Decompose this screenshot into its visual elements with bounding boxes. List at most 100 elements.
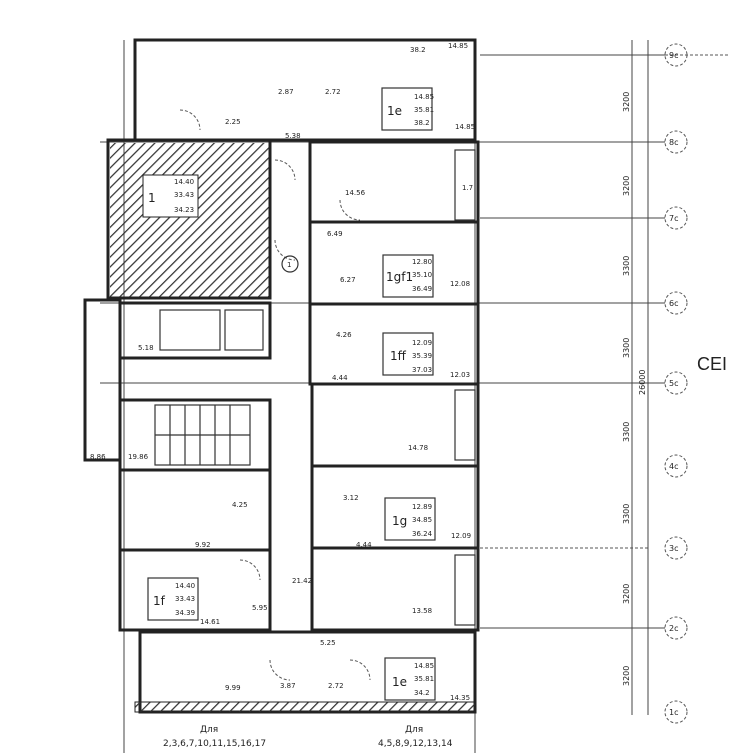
- hatched-apartment: [110, 143, 270, 298]
- svg-text:14.56: 14.56: [345, 189, 366, 197]
- svg-text:3200: 3200: [622, 584, 631, 604]
- room-areas: 38.2 14.85 2.87 2.72 2.25 5.38 14.85 14.…: [90, 42, 475, 702]
- svg-text:12.09: 12.09: [451, 532, 471, 540]
- svg-text:14.78: 14.78: [408, 444, 428, 452]
- svg-text:3300: 3300: [622, 338, 631, 358]
- axis-4c: 4c: [664, 454, 688, 478]
- svg-text:5c: 5c: [669, 379, 679, 388]
- svg-text:19.86: 19.86: [128, 453, 149, 461]
- svg-text:2c: 2c: [669, 624, 679, 633]
- axis-6c: 6c: [664, 291, 688, 315]
- svg-text:14.61: 14.61: [200, 618, 220, 626]
- svg-text:1c: 1c: [669, 708, 679, 717]
- svg-text:35.39: 35.39: [412, 352, 432, 360]
- axis-7c: 7c: [664, 206, 688, 230]
- apartment-1gf1: 1gf1 12.80 35.10 36.49: [382, 254, 434, 298]
- svg-text:12.80: 12.80: [412, 258, 432, 266]
- doors: [179, 109, 371, 681]
- apartment-1g: 1g 12.89 34.85 36.24: [384, 497, 436, 541]
- svg-text:4.25: 4.25: [232, 501, 248, 509]
- svg-text:14.85: 14.85: [414, 93, 434, 101]
- svg-text:3200: 3200: [622, 176, 631, 196]
- svg-text:1.7: 1.7: [462, 184, 473, 192]
- apartment-1f: 1f 14.40 33.43 34.39: [147, 577, 199, 621]
- apartment-1e-top: 1e 14.85 35.81 38.2: [381, 87, 434, 131]
- svg-text:8c: 8c: [669, 138, 679, 147]
- svg-text:Для: Для: [405, 725, 423, 735]
- svg-text:1: 1: [148, 191, 156, 205]
- svg-text:36.24: 36.24: [412, 530, 433, 538]
- svg-text:34.39: 34.39: [175, 609, 195, 617]
- svg-text:34.85: 34.85: [412, 516, 432, 524]
- svg-text:6c: 6c: [669, 299, 679, 308]
- svg-text:37.03: 37.03: [412, 366, 432, 374]
- apartment-1ff: 1ff 12.09 35.39 37.03: [382, 332, 434, 376]
- stair-circle-marker: 1: [281, 255, 299, 273]
- svg-text:13.58: 13.58: [412, 607, 432, 615]
- svg-text:5.38: 5.38: [285, 132, 301, 140]
- svg-text:12.03: 12.03: [450, 371, 470, 379]
- dimension-labels: 3200 3200 3300 3300 3300 3300 3200 3200 …: [622, 92, 647, 686]
- apartment-type: 1e: [387, 104, 402, 118]
- svg-text:5.25: 5.25: [320, 639, 336, 647]
- apartment-1e-bottom: 1e 14.85 35.81 34.2: [384, 657, 436, 701]
- svg-text:2.72: 2.72: [328, 682, 344, 690]
- svg-text:4.44: 4.44: [332, 374, 348, 382]
- svg-text:1e: 1e: [392, 675, 407, 689]
- svg-text:4c: 4c: [669, 462, 679, 471]
- svg-text:6.27: 6.27: [340, 276, 356, 284]
- svg-text:8.86: 8.86: [90, 453, 106, 461]
- axis-5c: 5c: [664, 371, 688, 395]
- svg-text:14.40: 14.40: [174, 178, 194, 186]
- svg-text:1f: 1f: [153, 594, 166, 608]
- svg-text:6.49: 6.49: [327, 230, 343, 238]
- svg-text:3200: 3200: [622, 92, 631, 112]
- svg-text:7c: 7c: [669, 214, 679, 223]
- svg-text:3300: 3300: [622, 256, 631, 276]
- walls: [83, 38, 480, 714]
- axis-9c: 9c: [664, 43, 688, 67]
- axis-3c: 3c: [664, 536, 688, 560]
- axis-bubbles: 9c 8c 7c 6c 5c 4c 3c 2c 1c: [664, 43, 688, 724]
- svg-text:12.09: 12.09: [412, 339, 432, 347]
- svg-text:3.87: 3.87: [280, 682, 296, 690]
- svg-text:4,5,8,9,12,13,14: 4,5,8,9,12,13,14: [378, 739, 453, 749]
- svg-text:21.42: 21.42: [292, 577, 312, 585]
- floor-notes: Для 2,3,6,7,10,11,15,16,17 Для 4,5,8,9,1…: [163, 725, 453, 749]
- staircase: [154, 404, 251, 466]
- apartment-1: 1 14.40 33.43 34.23: [148, 178, 194, 214]
- svg-text:9.99: 9.99: [225, 684, 241, 692]
- svg-text:2.25: 2.25: [225, 118, 241, 126]
- svg-text:3.12: 3.12: [343, 494, 359, 502]
- svg-text:2,3,6,7,10,11,15,16,17: 2,3,6,7,10,11,15,16,17: [163, 739, 266, 749]
- svg-text:Для: Для: [200, 725, 218, 735]
- svg-text:35.81: 35.81: [414, 675, 434, 683]
- svg-text:2.72: 2.72: [325, 88, 341, 96]
- svg-text:26000: 26000: [638, 370, 647, 395]
- svg-text:1g: 1g: [392, 514, 407, 528]
- svg-text:3200: 3200: [622, 666, 631, 686]
- svg-text:14.40: 14.40: [175, 582, 195, 590]
- svg-text:14.85: 14.85: [448, 42, 468, 50]
- svg-text:38.2: 38.2: [414, 119, 430, 127]
- svg-text:3300: 3300: [622, 422, 631, 442]
- svg-text:5.18: 5.18: [138, 344, 154, 352]
- svg-text:14.85: 14.85: [455, 123, 475, 131]
- svg-text:14.35: 14.35: [450, 694, 470, 702]
- svg-text:14.85: 14.85: [414, 662, 434, 670]
- axis-2c: 2c: [664, 616, 688, 640]
- svg-text:1: 1: [287, 261, 291, 269]
- svg-text:12.89: 12.89: [412, 503, 432, 511]
- svg-text:38.2: 38.2: [410, 46, 426, 54]
- svg-text:34.23: 34.23: [174, 206, 194, 214]
- svg-text:34.2: 34.2: [414, 689, 430, 697]
- svg-text:5.95: 5.95: [252, 604, 268, 612]
- svg-text:9c: 9c: [669, 51, 679, 60]
- svg-text:33.43: 33.43: [175, 595, 195, 603]
- svg-text:3300: 3300: [622, 504, 631, 524]
- section-label: CEI: [697, 354, 727, 374]
- axis-1c: 1c: [664, 700, 688, 724]
- axis-8c: 8c: [664, 130, 688, 154]
- svg-text:33.43: 33.43: [174, 191, 194, 199]
